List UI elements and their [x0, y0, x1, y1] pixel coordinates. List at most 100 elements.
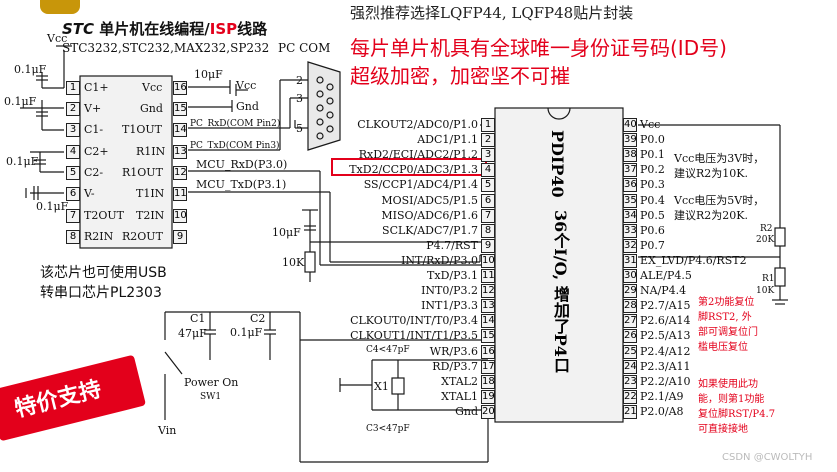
- r1-label: R1: [762, 274, 775, 284]
- rs232-pin-name: T1IN: [136, 187, 165, 200]
- mcu-pin-num: 27: [623, 314, 637, 328]
- mcu-pin-num: 8: [481, 224, 495, 238]
- pc-txd-label: PC_TxD(COM Pin3): [190, 141, 280, 151]
- mcu-pin-num: 32: [623, 239, 637, 253]
- mcu-pin-num: 38: [623, 148, 637, 162]
- mcu-rxd-label: MCU_RxD(P3.0): [196, 158, 288, 171]
- mcu-pin-name: SCLK/ADC7/P1.7: [382, 224, 478, 237]
- mcu-pin-num: 5: [481, 178, 495, 192]
- mcu-pin-name: INT1/P3.3: [421, 299, 478, 312]
- vcc-label: Vcc: [47, 32, 68, 45]
- mcu-pin-num: 36: [623, 178, 637, 192]
- rs232-pin-num: 11: [173, 187, 187, 201]
- c1-value: 47μF: [178, 327, 207, 340]
- rs232-pin-name: C1-: [84, 123, 104, 136]
- rs232-chip-body: [79, 75, 173, 249]
- db9-pin-label: 3: [296, 92, 303, 105]
- res-10k-label: 10K: [282, 256, 305, 269]
- mcu-pin-num: 6: [481, 194, 495, 208]
- rs232-pin-num: 13: [173, 145, 187, 159]
- mcu-pin-name: P0.0: [640, 133, 665, 146]
- rst-note-3: 部可调复位门: [698, 327, 758, 338]
- mcu-chip-body: [494, 107, 624, 423]
- title-mid: 单片机在线编程/: [94, 20, 210, 38]
- mcu-pin-name: CLKOUT1/INT/T1/P3.5: [350, 329, 478, 342]
- mcu-pin-name: RxD2/ECI/ADC2/P1.2: [358, 148, 478, 161]
- mcu-pin-num: 22: [623, 390, 637, 404]
- cap-10u-label: 10μF: [194, 68, 223, 81]
- c2-label: C2: [250, 312, 266, 325]
- sw1-label: SW1: [200, 392, 222, 402]
- vcc-note-3: Vcc电压为5V时，: [674, 194, 765, 207]
- mcu-pin-num: 29: [623, 284, 637, 298]
- rs232-pin-num: 3: [66, 123, 80, 137]
- mcu-pin-name: ADC1/P1.1: [417, 133, 478, 146]
- mcu-pin-num: 15: [481, 329, 495, 343]
- mcu-pin-num: 1: [481, 118, 495, 132]
- mcu-pin-num: 17: [481, 360, 495, 374]
- mcu-txd-label: MCU_TxD(P3.1): [196, 178, 287, 191]
- red-note-1: 每片单片机具有全球唯一身份证号码(ID号): [350, 36, 727, 60]
- mcu-pin-name: INT/RxD/P3.0: [401, 254, 478, 267]
- mcu-pin-num: 35: [623, 194, 637, 208]
- mcu-feature: 36个I/O, 增加了P4口: [551, 210, 570, 373]
- mcu-pin-name: P0.1: [640, 148, 665, 161]
- mcu-pin-name: P0.7: [640, 239, 665, 252]
- mcu-pin-name: P0.5: [640, 209, 665, 222]
- mcu-pin-num: 28: [623, 299, 637, 313]
- mcu-pin-name: Gnd: [455, 405, 478, 418]
- red-note-2: 超级加密，加密坚不可摧: [350, 64, 570, 88]
- mcu-pin-name: P2.7/A15: [640, 299, 691, 312]
- rs232-pin-name: C2-: [84, 166, 104, 179]
- mcu-pin-name: P4.7/RST: [426, 239, 478, 252]
- cap-label: 0.1μF: [14, 63, 47, 76]
- mcu-pin-num: 40: [623, 118, 637, 132]
- mcu-pin-num: 25: [623, 345, 637, 359]
- mcu-notch: [547, 107, 571, 120]
- mcu-pin-num: 12: [481, 284, 495, 298]
- rs232-pin-num: 16: [173, 81, 187, 95]
- rs232-pin-num: 14: [173, 123, 187, 137]
- mcu-pin-num: 24: [623, 360, 637, 374]
- rs232-pin-num: 6: [66, 187, 80, 201]
- stc-prefix: STC: [62, 20, 95, 38]
- mcu-pin-name: ALE/P4.5: [640, 269, 692, 282]
- rs232-pin-name: R2IN: [84, 230, 114, 243]
- rst-note-4: 槛电压复位: [698, 342, 748, 353]
- mcu-pin-name: MOSI/ADC5/P1.5: [381, 194, 478, 207]
- rs232-pin-name: C2+: [84, 145, 109, 158]
- r2-label: R2: [760, 224, 773, 234]
- mcu-pin-num: 4: [481, 163, 495, 177]
- title-end: 线路: [237, 20, 268, 38]
- rs232-pin-num: 1: [66, 81, 80, 95]
- mcu-pin-num: 33: [623, 224, 637, 238]
- c4-label: C4<47pF: [366, 345, 410, 355]
- cap-label: 0.1μF: [6, 155, 39, 168]
- usb-note-1: 该芯片也可使用USB: [40, 265, 167, 281]
- mcu-pin-num: 2: [481, 133, 495, 147]
- rs232-pin-num: 4: [66, 145, 80, 159]
- cap-label: 0.1μF: [4, 95, 37, 108]
- mcu-pin-num: 14: [481, 314, 495, 328]
- mcu-pin-name: MISO/ADC6/P1.6: [381, 209, 478, 222]
- mcu-pin-name: P2.4/A12: [640, 345, 691, 358]
- mcu-pin-name: EX_LVD/P4.6/RST2: [640, 254, 747, 267]
- mcu-pin-name: P2.5/A13: [640, 329, 691, 342]
- rs232-pin-num: 8: [66, 230, 80, 244]
- rs232-pin-name: Vcc: [142, 81, 163, 94]
- gnd-label: Gnd: [236, 100, 259, 113]
- c3-label: C3<47pF: [366, 424, 410, 434]
- logo-mark: [40, 0, 80, 14]
- c1-label: C1: [190, 312, 206, 325]
- mcu-pin-num: 3: [481, 148, 495, 162]
- title-isp: ISP: [209, 20, 238, 38]
- vcc-note-1: Vcc电压为3V时，: [674, 152, 765, 165]
- top-note: 强烈推荐选择LQFP44, LQFP48贴片封装: [350, 4, 634, 22]
- watermark: CSDN @CWOLTYH: [722, 452, 813, 463]
- mcu-pin-name: XTAL1: [441, 390, 478, 403]
- mcu-pin-num: 10: [481, 254, 495, 268]
- rst-note-1: 第2功能复位: [698, 297, 755, 308]
- mcu-pin-num: 18: [481, 375, 495, 389]
